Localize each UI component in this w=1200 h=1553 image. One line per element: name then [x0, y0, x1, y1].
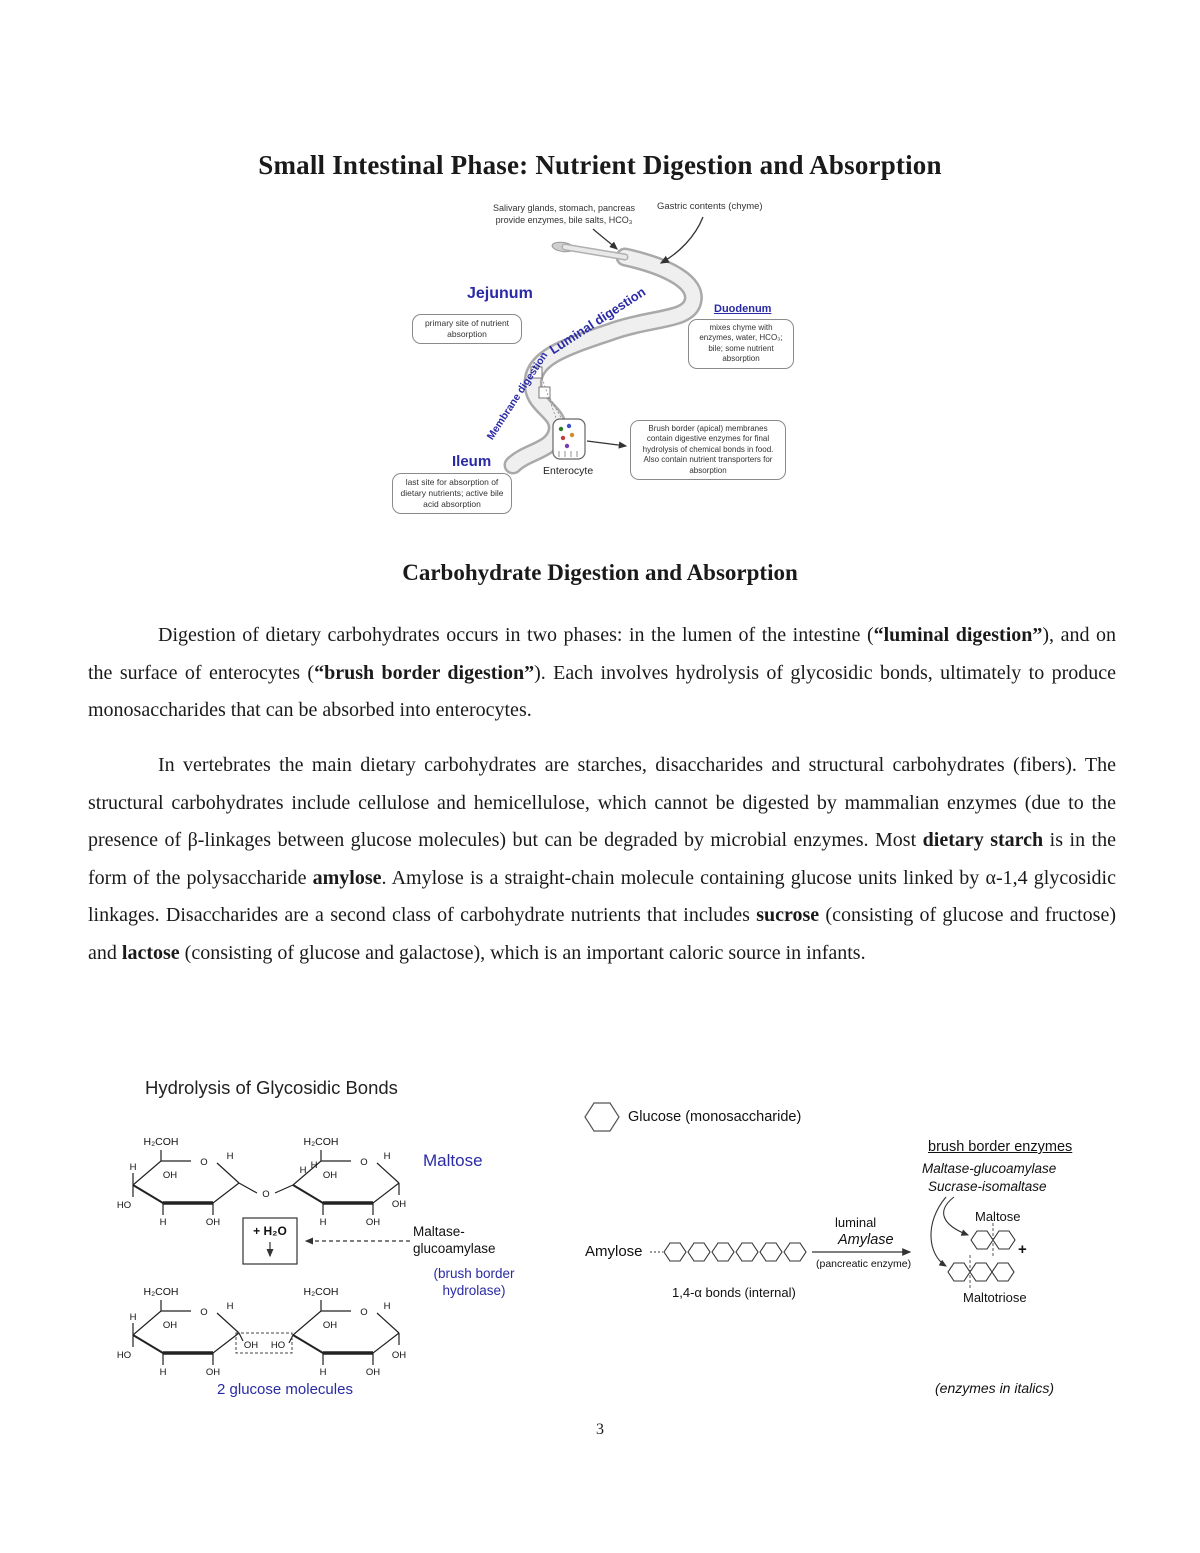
maltotriose-product-label: Maltotriose [963, 1290, 1027, 1305]
atom-label: OH [366, 1367, 380, 1378]
gastric-arrow [659, 216, 704, 264]
duodenum-label: Duodenum [714, 303, 772, 315]
membrane-zoom-square [538, 386, 551, 399]
atom-label: H₂COH [304, 1136, 339, 1148]
zoom-leader-line [541, 377, 558, 422]
maltotriose-product [947, 1262, 1015, 1282]
plus-sign: + [1018, 1241, 1027, 1258]
amylose-label: Amylose [585, 1243, 643, 1260]
brush-border-arrow [930, 1196, 947, 1267]
atom-label: OH [244, 1340, 258, 1351]
atom-label: OH [392, 1350, 406, 1361]
atom-label: H [300, 1165, 307, 1176]
maltose-structure-artwork: H₂COH H HO OH H OH O H O H₂COH H H OH H … [117, 1136, 410, 1378]
atom-label: OH [323, 1170, 337, 1181]
paragraph-1: Digestion of dietary carbohydrates occur… [88, 624, 1116, 721]
hydrolysis-figure-title: Hydrolysis of Glycosidic Bonds [145, 1077, 398, 1098]
luminal-label: luminal [835, 1215, 877, 1230]
atom-label: H [130, 1162, 137, 1173]
atom-label: HO [117, 1200, 131, 1211]
glucose-legend-label: Glucose (monosaccharide) [628, 1109, 802, 1125]
atom-label: H [384, 1151, 391, 1162]
hydrolysis-figure: Hydrolysis of Glycosidic Bonds [110, 1075, 555, 1407]
atom-label: HO [271, 1340, 285, 1351]
enterocyte-label: Enterocyte [543, 465, 594, 477]
page-number: 3 [596, 1421, 604, 1438]
atom-label: H [130, 1312, 137, 1323]
membrane-zoom-square [530, 366, 543, 379]
nutrient-dot [560, 435, 566, 441]
brush-border-note: Brush border (apical) membranes contain … [630, 420, 786, 480]
nutrient-dot [566, 423, 572, 429]
maltose-label: Maltose [423, 1151, 483, 1170]
zoom-leader-line [549, 397, 564, 422]
ring-oxygen: O [360, 1157, 367, 1168]
microvilli [558, 451, 578, 457]
nutrient-dot [569, 432, 575, 438]
page-title: Small Intestinal Phase: Nutrient Digesti… [258, 150, 942, 180]
paragraph-2: In vertebrates the main dietary carbohyd… [88, 754, 1116, 964]
atom-label: H₂COH [144, 1286, 179, 1298]
atom-label: OH [163, 1170, 177, 1181]
alpha-bonds-label: 1,4-α bonds (internal) [672, 1285, 796, 1300]
maltase-glucoamylase-enzyme: Maltase-glucoamylase [922, 1161, 1057, 1176]
nutrient-dot [558, 426, 564, 432]
sucrase-isomaltase-enzyme: Sucrase-isomaltase [928, 1179, 1047, 1194]
atom-label: H [320, 1367, 327, 1378]
gi-tract-diagram: Salivary glands, stomach, pancreas provi… [385, 195, 805, 525]
enzymes-italics-note: (enzymes in italics) [935, 1380, 1055, 1396]
glucose-hexagon-legend [584, 1102, 620, 1132]
ileum-note: last site for absorption of dietary nutr… [392, 473, 512, 515]
atom-label: OH [206, 1217, 220, 1228]
maltose-product [970, 1230, 1016, 1250]
amylose-digestion-figure: Glucose (monosaccharide) brush border en… [580, 1095, 1090, 1407]
atom-label: OH [323, 1320, 337, 1331]
ring-oxygen: O [200, 1307, 207, 1318]
brush-border-hydrolase-note: (brush border hydrolase) [433, 1266, 515, 1298]
atom-label: H [384, 1301, 391, 1312]
cleaved-bond-box [235, 1332, 293, 1354]
jejunum-note: primary site of nutrient absorption [412, 314, 522, 345]
atom-label: H [311, 1160, 318, 1171]
maltose-product-label: Maltose [975, 1209, 1021, 1224]
atom-label: H [160, 1217, 167, 1228]
duodenum-note: mixes chyme with enzymes, water, HCO₃; b… [688, 319, 794, 369]
salivary-arrow [592, 228, 618, 250]
water-label: + H₂O [253, 1224, 287, 1238]
ileum-label: Ileum [452, 453, 492, 470]
nutrient-dot [564, 443, 570, 449]
amylose-artwork [584, 1102, 1016, 1289]
atom-label: H [160, 1367, 167, 1378]
atom-label: H₂COH [304, 1286, 339, 1298]
atom-label: OH [163, 1320, 177, 1331]
atom-label: H [227, 1301, 234, 1312]
brush-border-enzymes-label: brush border enzymes [928, 1139, 1073, 1155]
enterocyte-arrow [586, 440, 628, 449]
ring-oxygen: O [200, 1157, 207, 1168]
amylase-enzyme-label: Amylase [838, 1232, 894, 1248]
two-glucose-label: 2 glucose molecules [217, 1381, 353, 1398]
gastric-contents-label: Gastric contents (chyme) [657, 201, 763, 212]
jejunum-label: Jejunum [467, 285, 533, 302]
glycosidic-oxygen: O [262, 1189, 269, 1200]
ring-oxygen: O [360, 1307, 367, 1318]
atom-label: H [320, 1217, 327, 1228]
pancreatic-enzyme-note: (pancreatic enzyme) [816, 1258, 912, 1270]
salivary-note: Salivary glands, stomach, pancreas provi… [492, 203, 636, 225]
atom-label: H₂COH [144, 1136, 179, 1148]
atom-label: HO [117, 1350, 131, 1361]
amylose-chain [663, 1242, 807, 1262]
atom-label: OH [206, 1367, 220, 1378]
brush-border-arrow [943, 1196, 970, 1236]
atom-label: OH [366, 1217, 380, 1228]
gi-tract-artwork [503, 216, 704, 475]
section-heading: Carbohydrate Digestion and Absorption [402, 560, 798, 585]
atom-label: OH [392, 1199, 406, 1210]
maltase-glucoamylase-label: Maltase-glucoamylase [413, 1224, 496, 1256]
duct-lumen [563, 245, 627, 259]
atom-label: H [227, 1151, 234, 1162]
